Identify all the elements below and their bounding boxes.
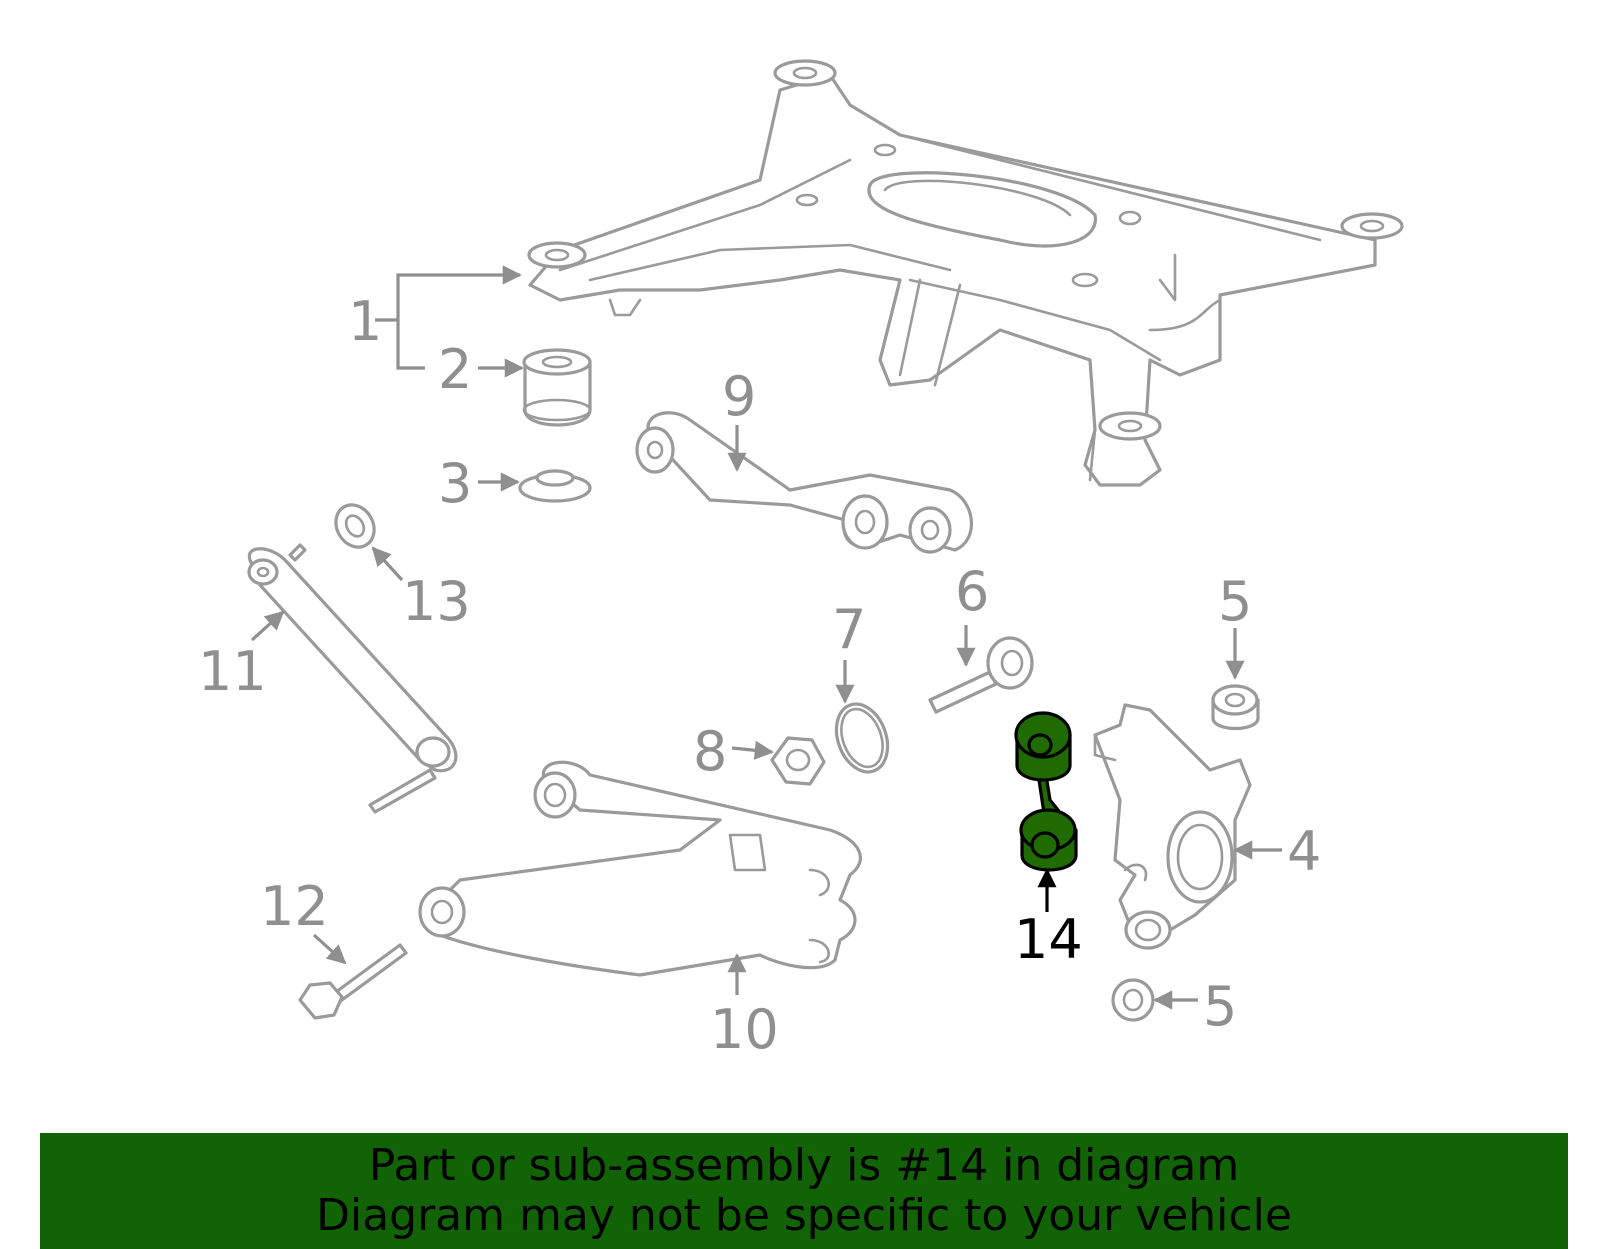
callout-label-13: 13: [402, 570, 471, 633]
knuckle-bushing-lower-part[interactable]: [1111, 978, 1155, 1022]
subframe-part[interactable]: [527, 59, 1404, 487]
callout-1: 1: [348, 265, 522, 370]
callout-label-11: 11: [198, 640, 267, 703]
callout-7: 7: [832, 598, 866, 704]
callout-5a: 5: [1218, 570, 1252, 680]
o-ring-part[interactable]: [827, 697, 896, 779]
callout-label-3: 3: [438, 452, 472, 515]
stabilizer-link-part[interactable]: [1014, 711, 1078, 872]
callout-11: 11: [198, 610, 285, 703]
callout-label-1: 1: [348, 290, 382, 353]
callout-label-10: 10: [710, 998, 779, 1061]
callout-3: 3: [438, 452, 520, 515]
callout-9: 9: [722, 365, 756, 472]
callout-label-6: 6: [955, 560, 989, 623]
callout-2: 2: [438, 338, 524, 401]
callout-label-8: 8: [693, 720, 727, 783]
washer-part[interactable]: [328, 498, 381, 554]
callout-14: 14: [1014, 868, 1083, 971]
nut-part[interactable]: [770, 736, 826, 786]
flange-bolt-part[interactable]: [298, 943, 408, 1020]
banner-line-2: Diagram may not be specific to your vehi…: [316, 1190, 1292, 1241]
callout-label-2: 2: [438, 338, 472, 401]
callout-4: 4: [1233, 820, 1321, 883]
banner-line-1: Part or sub-assembly is #14 in diagram: [368, 1140, 1240, 1191]
upper-control-arm-part[interactable]: [635, 411, 973, 554]
callout-label-9: 9: [722, 365, 756, 428]
callout-8: 8: [693, 720, 774, 783]
cam-bolt-part[interactable]: [928, 636, 1034, 714]
callout-label-4: 4: [1287, 820, 1321, 883]
callout-label-5a: 5: [1218, 570, 1252, 633]
knuckle-part[interactable]: [1093, 703, 1252, 950]
info-banner: Part or sub-assembly is #14 in diagram D…: [40, 1133, 1568, 1249]
callout-label-7: 7: [832, 598, 866, 661]
callout-label-12: 12: [260, 875, 329, 938]
lower-control-arm-part[interactable]: [418, 760, 862, 977]
knuckle-bushing-upper-part[interactable]: [1211, 684, 1260, 730]
toe-link-part[interactable]: [247, 543, 458, 814]
upper-bushing-part[interactable]: [522, 348, 592, 427]
callout-5b: 5: [1153, 975, 1237, 1038]
callout-10: 10: [710, 953, 779, 1061]
callout-6: 6: [955, 560, 989, 667]
callout-12: 12: [260, 875, 347, 965]
callout-13: 13: [371, 546, 471, 633]
callout-label-14: 14: [1014, 908, 1083, 971]
callout-label-5b: 5: [1203, 975, 1237, 1038]
lower-bushing-part[interactable]: [518, 469, 592, 503]
